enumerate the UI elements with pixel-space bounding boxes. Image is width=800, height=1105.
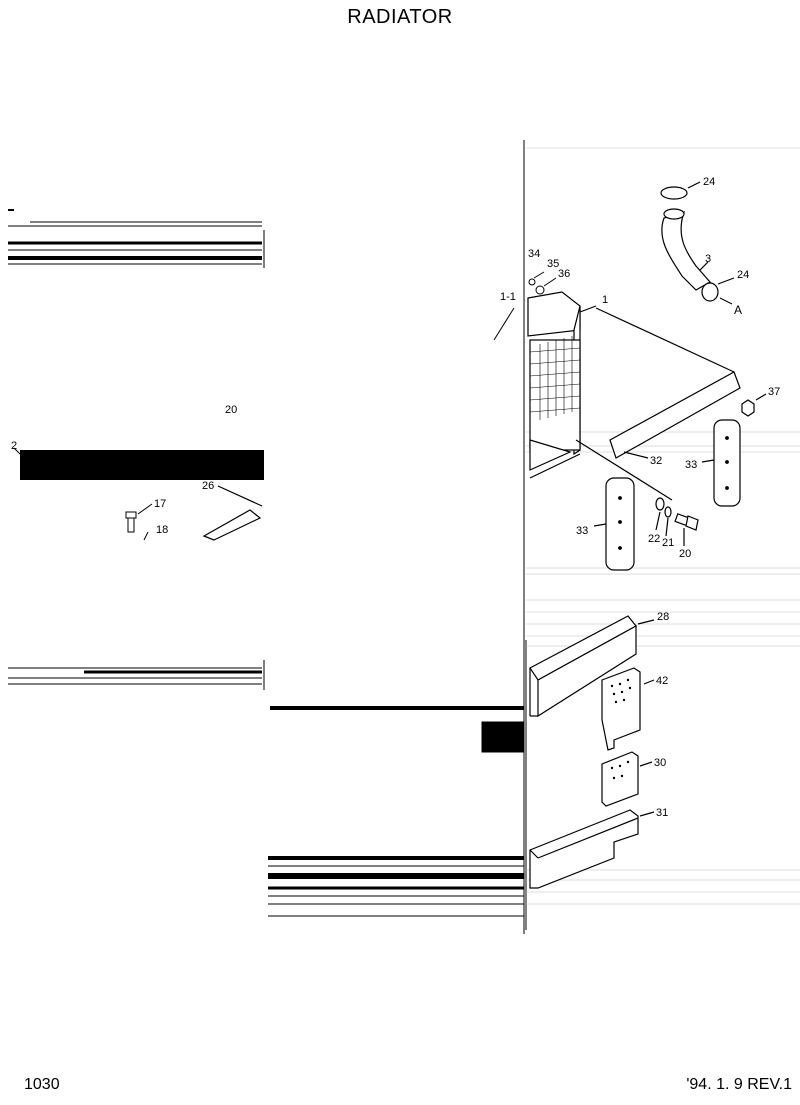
revision-date: '94. 1. 9 REV.1 [686,1076,792,1093]
part-17-bolt [125,503,153,533]
part-30-plate [601,751,653,807]
callout-28: 28 [657,611,669,623]
callout-30: 30 [654,757,666,769]
part-24-clamp-top [660,181,701,200]
leader-1-1 [493,307,515,341]
callout-17: 17 [154,498,166,510]
callout-20-left: 20 [225,404,237,416]
part-33-plate-right [701,419,741,507]
callout-1-1: 1-1 [500,291,516,303]
radiator-fin-mesh [529,336,581,420]
callout-2: 2 [11,440,17,452]
part-28-long-panel [529,615,655,718]
callout-42: 42 [656,675,668,687]
callout-24-top: 24 [703,176,715,188]
callout-24-bottom: 24 [737,269,749,281]
left-panel-top-fragment [8,209,265,268]
part-31-lower-panel [529,809,655,889]
part-26-blade [202,485,263,541]
callout-22: 22 [648,533,660,545]
callout-34: 34 [528,248,540,260]
parts-34-35-36-fasteners [528,271,557,295]
callout-33-left: 33 [576,525,588,537]
callout-37: 37 [768,386,780,398]
black-bar-part-2 [20,450,264,480]
callout-18: 18 [156,524,168,536]
callout-3: 3 [705,253,711,265]
part-37-nut [741,393,767,417]
callout-a: A [734,303,742,317]
callout-1: 1 [602,294,608,306]
callout-32: 32 [650,455,662,467]
parts-20-21-22-bolt-washers [655,497,699,546]
callout-36: 36 [558,268,570,280]
part-3-hose [661,208,711,291]
part-33-plate-left [593,477,635,571]
middle-panel-bottom-fragment [268,640,527,930]
callout-26: 26 [202,480,214,492]
part-1-radiator-core [527,291,597,479]
callout-35: 35 [547,258,559,270]
page-title: RADIATOR [347,6,453,28]
callout-33-right: 33 [685,459,697,471]
left-panel-bottom-fragment [8,660,265,690]
scan-streaks [526,147,800,905]
callout-21: 21 [662,537,674,549]
part-32-side-plate [575,307,741,501]
callout-31: 31 [656,807,668,819]
page-number: 1030 [24,1076,60,1093]
part-24-clamp-bottom [701,277,735,302]
callout-20: 20 [679,548,691,560]
part-42-plate [601,667,655,751]
